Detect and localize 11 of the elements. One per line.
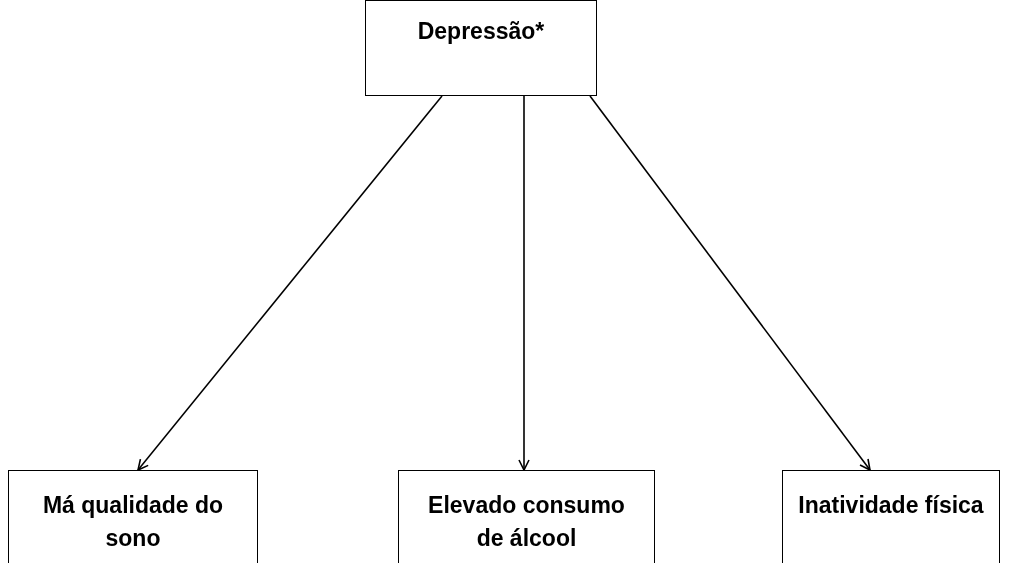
node-label: Má qualidade do sono xyxy=(41,491,225,554)
node-label: Depressão* xyxy=(417,17,545,46)
process-box xyxy=(398,470,655,563)
arrow xyxy=(518,95,530,471)
process-box xyxy=(782,470,1000,563)
arrow xyxy=(589,95,871,471)
process-box xyxy=(8,470,258,563)
node-label: Elevado consumo de álcool xyxy=(427,491,626,554)
node-label: Inatividade física xyxy=(798,491,984,520)
arrow xyxy=(137,95,443,471)
process-box xyxy=(365,0,597,96)
